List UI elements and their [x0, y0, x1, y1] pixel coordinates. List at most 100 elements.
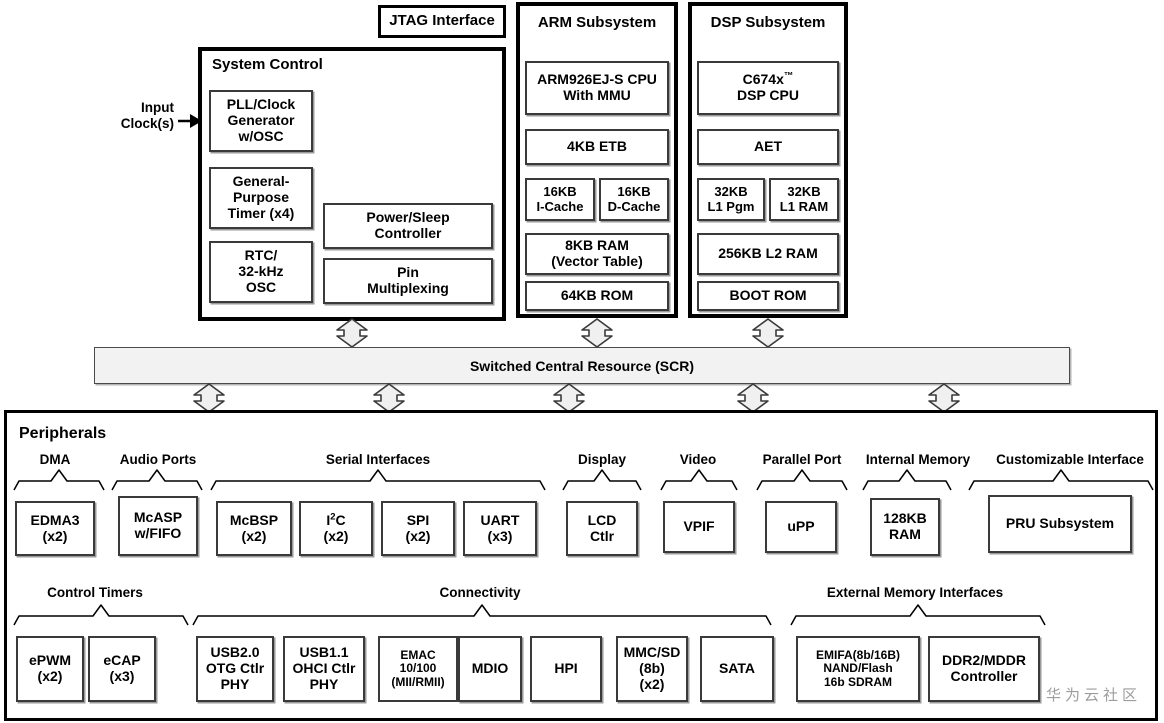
block-4kb-etb: 4KB ETB [525, 129, 669, 165]
bus-arrow-arm-icon [581, 318, 613, 348]
block-label: 64KB ROM [560, 287, 634, 304]
block-uart: UART(x3) [463, 501, 537, 556]
block-label: EDMA3(x2) [30, 511, 80, 544]
block-pru-subsystem: PRU Subsystem [988, 495, 1132, 553]
group-label-connectivity: Connectivity [439, 585, 521, 600]
block-256kb-l2-ram: 256KB L2 RAM [697, 233, 839, 275]
block-boot-rom: BOOT ROM [697, 281, 839, 311]
brace-serial-interfaces-icon [210, 469, 546, 491]
switched-central-resource-bar: Switched Central Resource (SCR) [94, 347, 1070, 384]
group-label-serial-interfaces: Serial Interfaces [325, 452, 431, 467]
arm-subsystem-title: ARM Subsystem [537, 13, 657, 31]
brace-connectivity-icon [192, 604, 772, 626]
group-label-control-timers: Control Timers [47, 585, 143, 600]
block-label: HPI [554, 660, 578, 677]
block-hpi: HPI [530, 636, 602, 702]
block-edma3: EDMA3(x2) [15, 501, 95, 556]
bus-arrow-dsp-icon [752, 318, 784, 348]
block-label: I2C(x2) [323, 511, 349, 544]
block-label: MMC/SD(8b)(x2) [623, 644, 681, 692]
brace-control-timers-icon [13, 604, 189, 626]
brace-customizable-interface-icon [968, 469, 1154, 491]
group-label-internal-memory: Internal Memory [865, 452, 971, 467]
brace-audio-ports-icon [111, 469, 203, 491]
block-label: BOOT ROM [729, 287, 807, 304]
brace-parallel-port-icon [756, 469, 848, 491]
block-label: uPP [787, 518, 815, 535]
bus-arrow-system-control-icon [336, 318, 368, 348]
block-label: VPIF [683, 518, 715, 535]
scr-label: Switched Central Resource (SCR) [469, 357, 695, 374]
block-spi: SPI(x2) [381, 501, 455, 556]
input-clock-arrow-icon [178, 114, 202, 128]
block-upp: uPP [765, 501, 837, 553]
block-mmc-sd: MMC/SD(8b)(x2) [616, 636, 688, 702]
block-label: SATA [718, 660, 756, 677]
block-label: eCAP(x3) [103, 652, 141, 684]
block-label: PRU Subsystem [1005, 515, 1115, 532]
brace-dma-icon [13, 469, 105, 491]
block-label: SPI(x2) [405, 511, 431, 544]
block-label: ePWM(x2) [29, 652, 71, 684]
group-label-video: Video [679, 452, 717, 467]
jtag-interface-label: JTAG Interface [389, 12, 495, 30]
block-label: UART(x3) [480, 511, 520, 544]
block-aet: AET [697, 129, 839, 165]
block-label: 4KB ETB [567, 138, 627, 155]
block-i2c: I2C(x2) [299, 501, 373, 556]
block-64kb-rom: 64KB ROM [525, 281, 669, 311]
bus-arrow-peripherals-5-icon [928, 383, 960, 413]
dsp-subsystem-title: DSP Subsystem [710, 13, 826, 31]
block-label: McBSP(x2) [229, 511, 279, 544]
watermark: 华为云社区 [1046, 687, 1142, 704]
group-label-external-memory-interfaces: External Memory Interfaces [826, 585, 1004, 600]
block-label: 256KB L2 RAM [718, 245, 818, 262]
brace-internal-memory-icon [862, 469, 952, 491]
block-vpif: VPIF [663, 501, 735, 553]
block-mdio: MDIO [458, 636, 522, 702]
group-label-parallel-port: Parallel Port [762, 452, 842, 467]
block-mcbsp: McBSP(x2) [216, 501, 292, 556]
block-epwm: ePWM(x2) [16, 636, 84, 702]
brace-external-memory-interfaces-icon [790, 604, 1046, 626]
peripherals-title: Peripherals [19, 425, 107, 442]
brace-video-icon [660, 469, 738, 491]
block-ecap: eCAP(x3) [88, 636, 156, 702]
group-label-audio-ports: Audio Ports [119, 452, 197, 467]
